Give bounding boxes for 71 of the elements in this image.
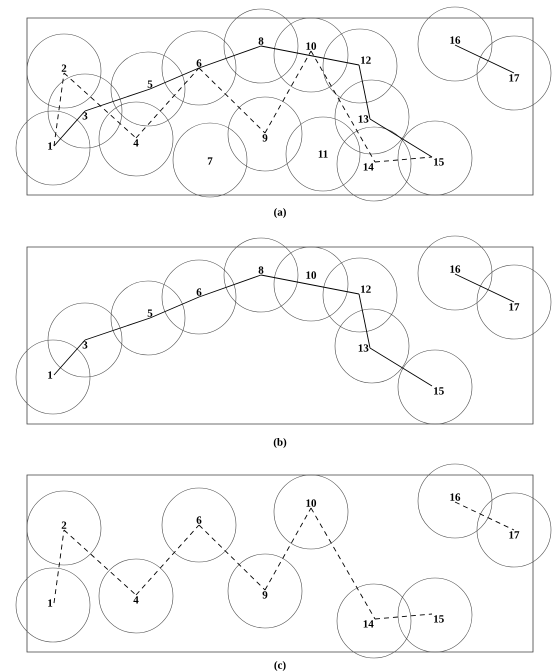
sensor-number: 15: [434, 158, 444, 166]
sensor-number: 14: [364, 163, 374, 170]
link-line: [198, 274, 262, 298]
link-line: [150, 68, 200, 90]
link-line: [136, 524, 200, 596]
link-line: [260, 274, 360, 294]
link-line: [454, 502, 514, 530]
sensor-number: 6: [196, 288, 202, 296]
sensor-number: 2: [62, 64, 66, 72]
link-line: [310, 50, 376, 162]
sensor-number: 11: [318, 150, 328, 158]
panel-caption: (c): [274, 661, 286, 671]
sensor-number: 5: [148, 80, 152, 88]
sensor-number: 3: [82, 341, 88, 349]
link-line: [54, 72, 64, 146]
link-line: [358, 64, 370, 120]
sensor-number: 1: [48, 371, 52, 379]
sensor-number: 10: [306, 271, 316, 279]
sensor-number: 16: [450, 265, 460, 273]
link-line: [310, 508, 376, 620]
sensor-number: 13: [358, 344, 368, 352]
sensor-number: 9: [262, 591, 268, 599]
sensor-number: 8: [258, 37, 264, 45]
sensor-number: 9: [262, 134, 268, 142]
link-line: [84, 318, 150, 340]
sensor-number: 12: [361, 286, 371, 293]
sensor-number: 4: [133, 139, 139, 146]
sensor-number: 5: [148, 310, 152, 317]
link-line: [454, 44, 514, 74]
link-line: [54, 530, 64, 604]
sensor-number: 16: [450, 36, 460, 44]
link-line: [358, 294, 370, 348]
sensor-number: 10: [306, 42, 316, 50]
sensor-number: 6: [196, 59, 202, 67]
sensor-number: 16: [450, 493, 460, 501]
sensor-number: 2: [62, 522, 66, 529]
link-line: [454, 274, 514, 302]
panel-caption: (a): [274, 208, 286, 218]
link-line: [198, 46, 262, 68]
link-line: [260, 46, 360, 66]
link-line: [198, 68, 266, 134]
link-line: [136, 68, 200, 138]
link-line: [198, 524, 266, 590]
sensor-number: 17: [509, 303, 520, 310]
sensor-number: 12: [361, 56, 371, 64]
sensor-number: 15: [434, 615, 444, 623]
sensor-number: 1: [48, 599, 52, 607]
sensor-number: 10: [306, 499, 316, 507]
sensor-number: 1: [48, 142, 52, 150]
link-line: [370, 348, 432, 386]
sensor-number: 14: [364, 620, 374, 628]
link-line: [64, 72, 136, 138]
link-line: [84, 88, 150, 112]
panel-caption: (b): [274, 438, 286, 448]
sensor-number: 3: [82, 112, 88, 120]
sensor-number: 7: [208, 157, 212, 165]
link-line: [54, 110, 86, 146]
sensor-number: 17: [509, 74, 520, 82]
sensor-number: 17: [509, 531, 520, 538]
link-line: [64, 530, 136, 596]
sensor-number: 8: [258, 266, 264, 274]
link-line: [264, 508, 312, 590]
link-line: [374, 156, 432, 162]
sensor-number: 4: [133, 596, 139, 604]
link-line: [264, 50, 312, 134]
link-line: [370, 118, 432, 158]
sensor-number: 15: [434, 387, 444, 395]
sensor-number: 13: [358, 115, 368, 123]
sensor-number: 6: [196, 516, 202, 524]
link-line: [374, 614, 432, 620]
link-line: [150, 296, 200, 318]
